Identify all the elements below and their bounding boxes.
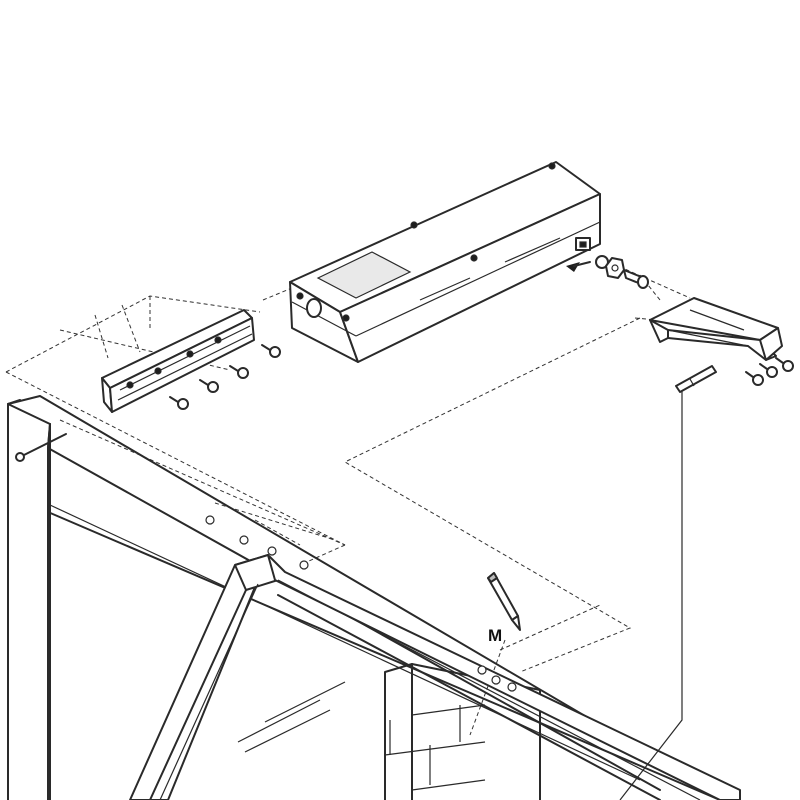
marking-point-label: M [488,626,502,645]
screw-icon [745,371,764,386]
sash-guide-line [619,385,683,800]
right-mounting-bracket [649,297,783,361]
actuator-motor-unit [289,161,601,363]
long-screw-icon [15,433,67,462]
alignment-guides [5,257,761,736]
left-mounting-bracket [101,309,255,413]
brick-wall [384,663,541,800]
bolt-icon [623,269,649,289]
pin-icon [675,365,717,393]
screw-icon [199,379,219,393]
nut-icon [605,257,625,279]
arrow-icon [566,261,591,272]
screw-icon [261,344,281,358]
screw-icon [169,396,189,410]
pencil-icon [487,572,521,631]
screw-icon [229,365,249,379]
screw-icon [775,357,794,372]
screw-icon [759,363,778,378]
window-sash [129,554,741,800]
